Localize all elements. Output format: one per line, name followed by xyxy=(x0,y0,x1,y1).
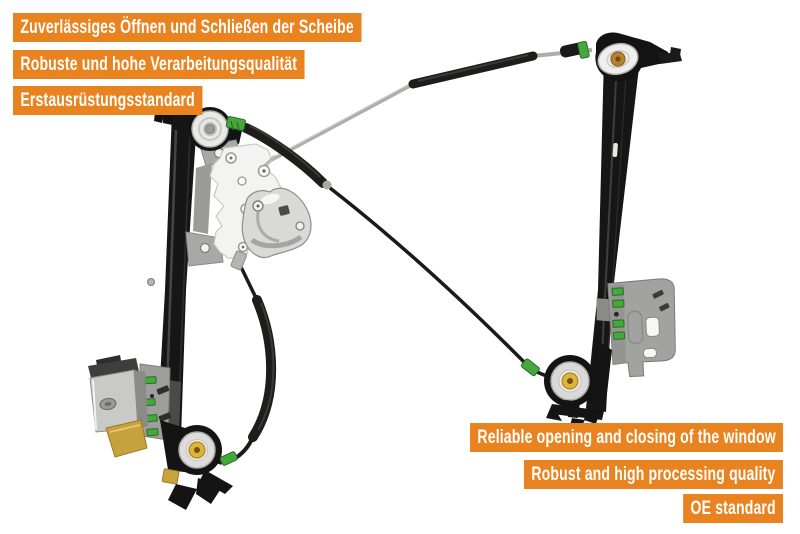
green-clips-clamp xyxy=(143,376,159,437)
feature-label-de-3: Erstausrüstungsstandard xyxy=(13,86,203,115)
lift-cable-diagonal xyxy=(241,123,559,383)
motor-carrier xyxy=(185,139,312,271)
glass-clamp-assembly xyxy=(88,355,238,510)
feature-label-en-1: Reliable opening and closing of the wind… xyxy=(469,423,783,452)
green-clips-right-plate xyxy=(611,287,626,340)
pulley-bottom-right xyxy=(520,340,612,429)
feet-bottom-left xyxy=(168,470,233,510)
feature-label-en-2: Robust and high processing quality xyxy=(524,460,783,489)
metal-foot-bracket xyxy=(241,187,312,259)
right-mounting-plate xyxy=(596,278,676,378)
feature-label-en-3: OE standard xyxy=(682,494,783,523)
pulley-top-right xyxy=(559,41,639,76)
pulley-top-left xyxy=(188,107,246,151)
feature-label-de-1: Zuverlässiges Öffnen und Schließen der S… xyxy=(13,13,362,42)
drive-cable-gray xyxy=(268,48,593,163)
feature-label-de-2: Robuste und hohe Verarbeitungsqualität xyxy=(13,50,305,79)
